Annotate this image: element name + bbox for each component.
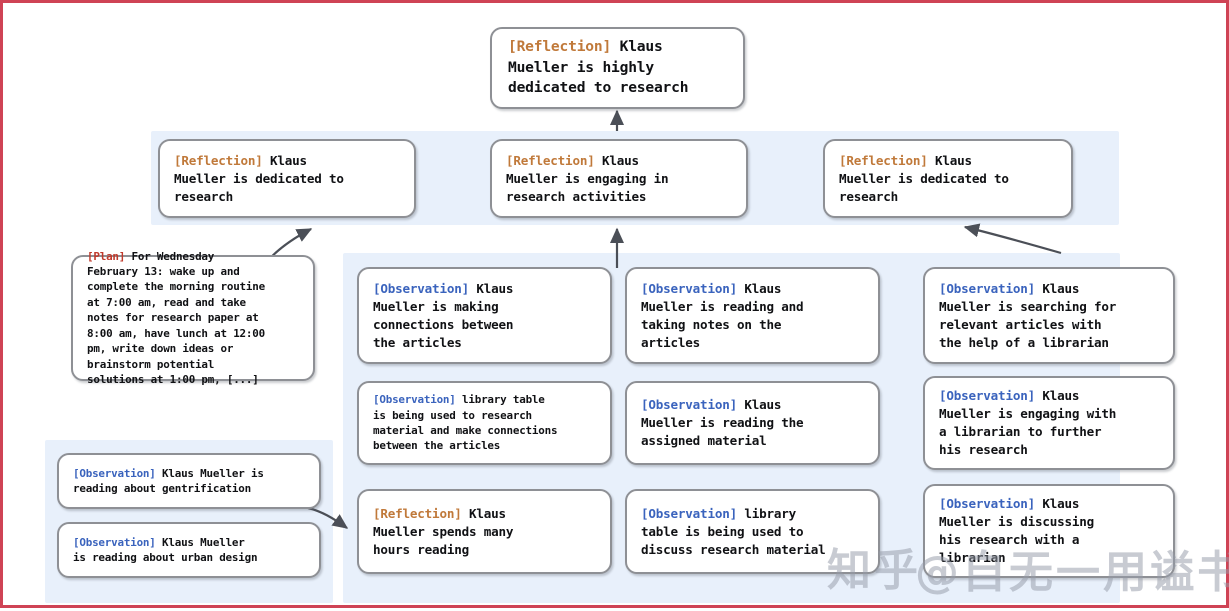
tag-reflection: [Reflection] <box>839 152 928 168</box>
node-col1-observation-2[interactable]: [Observation] library table is being use… <box>357 381 612 465</box>
node-col3-observation-2[interactable]: [Observation] Klaus Mueller is engaging … <box>923 376 1175 470</box>
node-col3-observation-3[interactable]: [Observation] Klaus Mueller is discussin… <box>923 484 1175 578</box>
tag-observation: [Observation] <box>641 397 737 412</box>
node-col2-observation-3[interactable]: [Observation] library table is being use… <box>625 489 880 574</box>
node-text: Klaus Mueller is dedicated to research <box>174 152 344 204</box>
tag-observation: [Observation] <box>73 535 156 549</box>
node-text: library table is being used to discuss r… <box>641 505 826 557</box>
node-text: Klaus Mueller is making connections betw… <box>373 280 514 350</box>
node-text: Klaus Mueller is discussing his research… <box>939 496 1095 565</box>
tag-reflection: [Reflection] <box>506 152 595 168</box>
node-plan[interactable]: [Plan] For Wednesday February 13: wake u… <box>71 250 315 386</box>
node-col2-observation-1[interactable]: [Observation] Klaus Mueller is reading a… <box>625 267 880 364</box>
node-reflection-1[interactable]: [Reflection] Klaus Mueller is dedicated … <box>158 139 416 218</box>
node-col2-observation-2[interactable]: [Observation] Klaus Mueller is reading t… <box>625 381 880 465</box>
tag-observation: [Observation] <box>939 388 1035 403</box>
tag-observation: [Observation] <box>939 496 1035 511</box>
node-root-reflection[interactable]: [Reflection] Klaus Mueller is highly ded… <box>490 27 745 109</box>
tag-observation: [Observation] <box>373 280 469 296</box>
node-col3-observation-1[interactable]: [Observation] Klaus Mueller is searching… <box>923 267 1175 364</box>
node-text: Klaus Mueller is reading the assigned ma… <box>641 397 804 448</box>
node-text: library table is being used to research … <box>373 393 558 453</box>
node-col1-observation-1[interactable]: [Observation] Klaus Mueller is making co… <box>357 267 612 364</box>
node-left-observation-2[interactable]: [Observation] Klaus Mueller is reading a… <box>57 522 321 578</box>
tag-reflection: [Reflection] <box>174 152 263 168</box>
tag-observation: [Observation] <box>641 505 737 521</box>
node-text: Klaus Mueller is dedicated to research <box>839 152 1009 204</box>
tag-observation: [Observation] <box>641 280 737 296</box>
tag-reflection: [Reflection] <box>508 38 612 56</box>
node-text: Klaus Mueller is engaging in research ac… <box>506 152 669 204</box>
node-text: Klaus Mueller is highly dedicated to res… <box>508 38 689 97</box>
tag-plan: [Plan] <box>87 249 126 263</box>
tag-observation: [Observation] <box>373 393 456 407</box>
tag-reflection: [Reflection] <box>373 505 462 521</box>
node-col1-reflection[interactable]: [Reflection] Klaus Mueller spends many h… <box>357 489 612 574</box>
node-reflection-2[interactable]: [Reflection] Klaus Mueller is engaging i… <box>490 139 748 218</box>
node-text: Klaus Mueller is reading and taking note… <box>641 280 804 350</box>
tag-observation: [Observation] <box>73 466 156 480</box>
tag-observation: [Observation] <box>939 280 1035 296</box>
node-text: Klaus Mueller is engaging with a librari… <box>939 388 1117 457</box>
node-reflection-3[interactable]: [Reflection] Klaus Mueller is dedicated … <box>823 139 1073 218</box>
node-left-observation-1[interactable]: [Observation] Klaus Mueller is reading a… <box>57 453 321 509</box>
node-text: Klaus Mueller is searching for relevant … <box>939 280 1117 350</box>
node-text: Klaus Mueller spends many hours reading <box>373 505 514 557</box>
node-text: For Wednesday February 13: wake up and c… <box>87 249 265 386</box>
node-text: Klaus Mueller is reading about gentrific… <box>73 466 264 495</box>
node-text: Klaus Mueller is reading about urban des… <box>73 535 258 564</box>
